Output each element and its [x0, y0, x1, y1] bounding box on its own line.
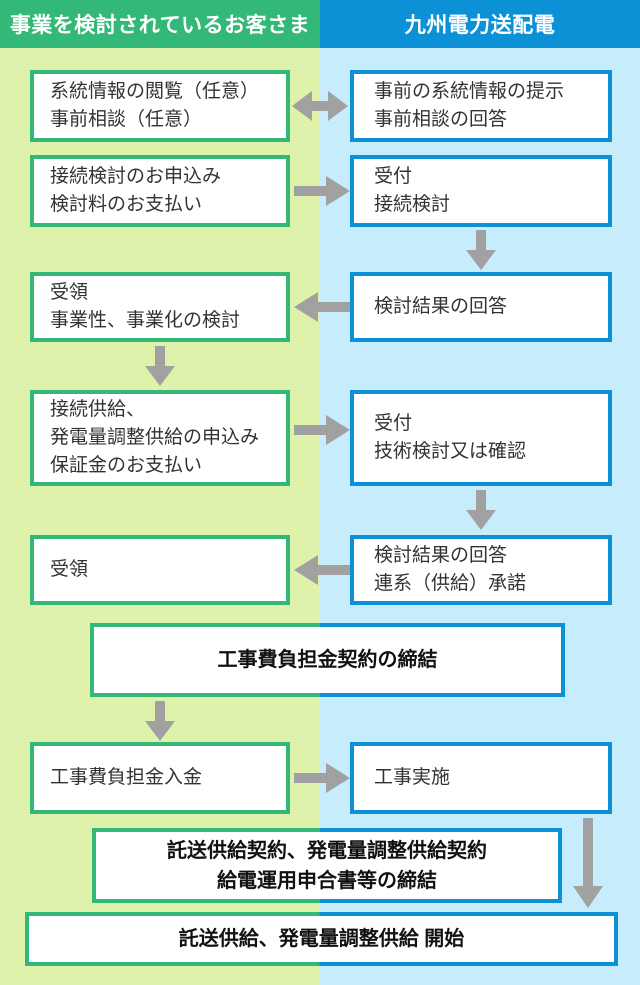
box-line: 工事費負担金契約の締結 [217, 649, 438, 671]
box-line: 保証金のお支払い [50, 455, 203, 476]
box-line: 託送供給、発電量調整供給 開始 [178, 928, 465, 950]
box-line: 事前の系統情報の提示 [374, 81, 565, 102]
box-line: 事前相談の回答 [374, 109, 508, 130]
box-pay-construction-cost: 工事費負担金入金 [30, 742, 290, 814]
left-arrow-icon [294, 292, 350, 322]
box-supply-start: 託送供給、発電量調整供給 開始 [25, 912, 618, 966]
box-line: 検討結果の回答 [374, 545, 508, 566]
double-arrow-icon [292, 91, 348, 121]
box-line: 託送供給契約、発電量調整供給契約 [167, 839, 487, 862]
utility-column-header: 九州電力送配電 [320, 0, 640, 48]
box-line: 検討結果の回答 [374, 296, 508, 317]
box-transmission-contract: 託送供給契約、発電量調整供給契約 給電運用申合書等の締結 [92, 828, 562, 903]
box-line: 接続検討 [374, 194, 451, 215]
box-line: 給電運用申合書等の締結 [217, 869, 437, 892]
box-line: 接続検討のお申込み [50, 166, 222, 187]
down-arrow-icon [466, 490, 496, 530]
box-line: 連系（供給）承諾 [374, 573, 527, 594]
box-result-and-approval: 検討結果の回答 連系（供給）承諾 [350, 535, 612, 605]
box-line: 受付 [374, 413, 413, 434]
right-arrow-icon [294, 415, 350, 445]
down-arrow-icon [466, 230, 496, 270]
box-line: 検討料のお支払い [50, 194, 203, 215]
box-provide-system-info: 事前の系統情報の提示 事前相談の回答 [350, 70, 612, 142]
box-accept-technical-study: 受付 技術検討又は確認 [350, 390, 612, 486]
down-arrow-icon [145, 701, 175, 741]
long-down-arrow-icon [573, 818, 603, 908]
box-inner: 託送供給契約、発電量調整供給契約 給電運用申合書等の締結 [96, 832, 558, 899]
box-accept-connection-study: 受付 接続検討 [350, 155, 612, 227]
down-arrow-icon [145, 346, 175, 386]
right-arrow-icon [294, 763, 350, 793]
box-line: 技術検討又は確認 [374, 441, 527, 462]
box-line: 受領 [50, 282, 89, 303]
box-apply-supply: 接続供給、 発電量調整供給の申込み 保証金のお支払い [30, 390, 290, 486]
box-line: 受付 [374, 166, 413, 187]
box-receive-study-result: 受領 事業性、事業化の検討 [30, 272, 290, 342]
box-apply-connection-study: 接続検討のお申込み 検討料のお支払い [30, 155, 290, 227]
box-line: 工事実施 [374, 767, 451, 788]
box-construction-work: 工事実施 [350, 742, 612, 814]
box-line: 接続供給、 [50, 399, 146, 420]
box-line: 工事費負担金入金 [50, 767, 203, 788]
box-line: 発電量調整供給の申込み [50, 427, 260, 448]
customer-column-header: 事業を検討されているお客さま [0, 0, 320, 48]
box-line: 系統情報の閲覧（任意） [50, 81, 260, 102]
box-study-result-reply: 検討結果の回答 [350, 272, 612, 342]
box-line: 事業性、事業化の検討 [50, 310, 241, 331]
box-inner: 託送供給、発電量調整供給 開始 [29, 916, 614, 962]
box-line: 事前相談（任意） [50, 109, 203, 130]
right-arrow-icon [294, 176, 350, 206]
box-line: 受領 [50, 559, 89, 580]
left-arrow-icon [294, 555, 350, 585]
box-construction-cost-contract: 工事費負担金契約の締結 [90, 623, 565, 697]
box-receive-approval: 受領 [30, 535, 290, 605]
box-system-info-browse: 系統情報の閲覧（任意） 事前相談（任意） [30, 70, 290, 142]
box-inner: 工事費負担金契約の締結 [94, 627, 561, 693]
